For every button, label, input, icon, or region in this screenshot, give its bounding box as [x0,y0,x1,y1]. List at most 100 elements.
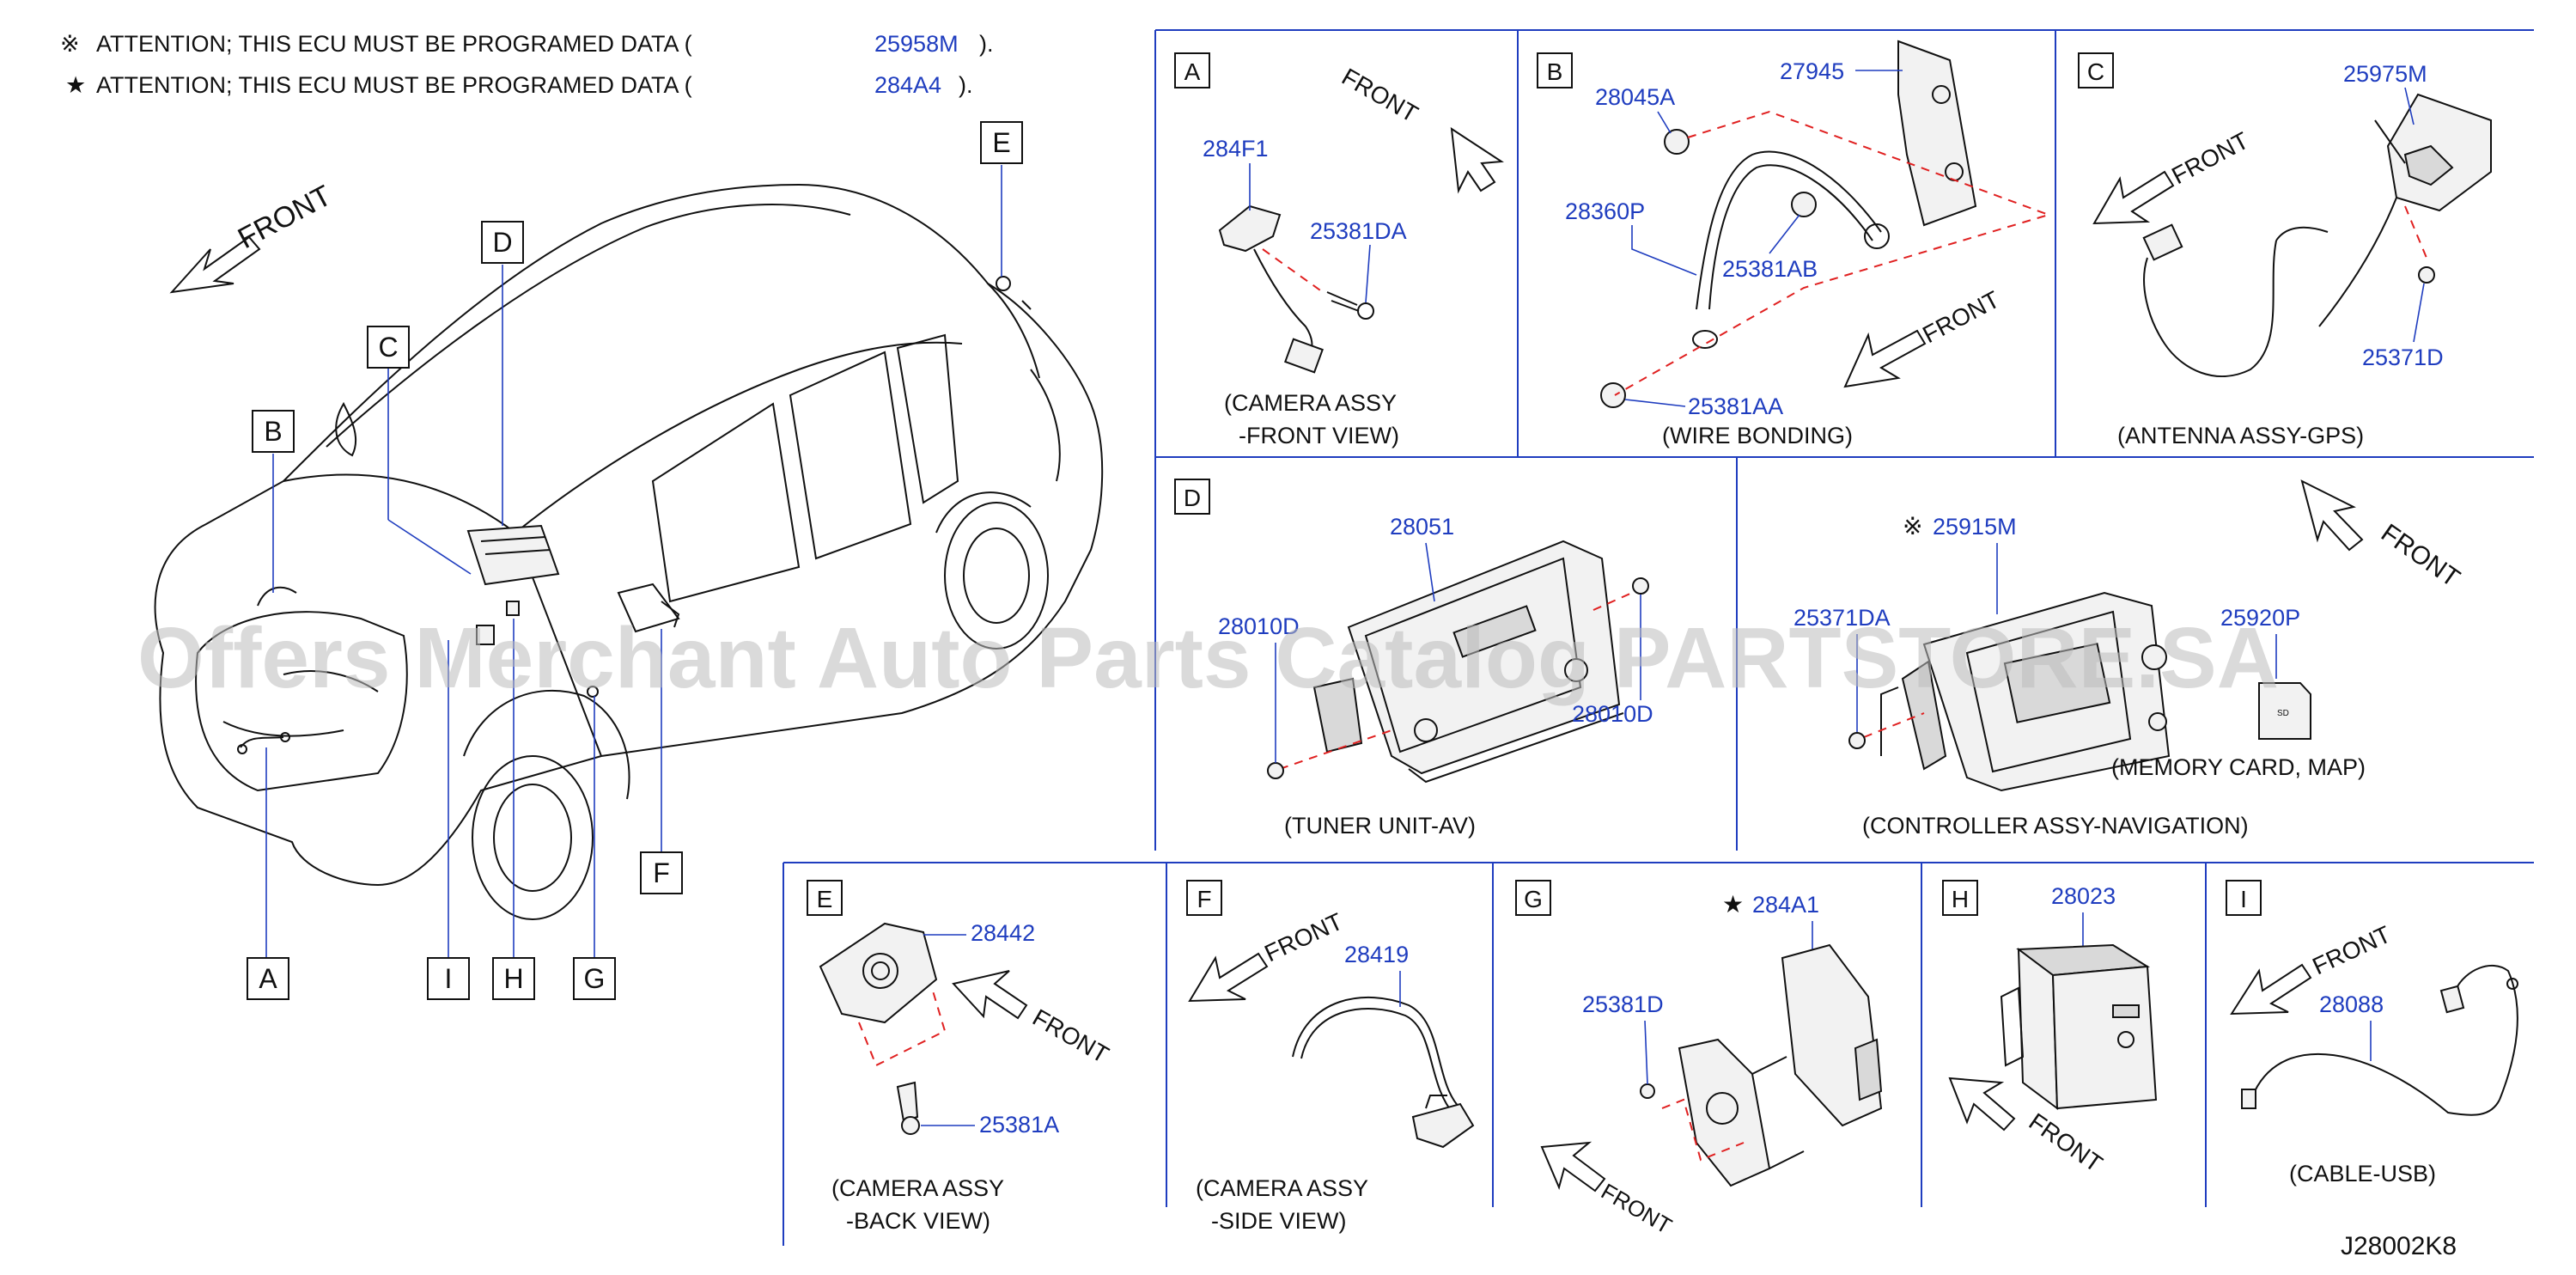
panel-B-part-27945[interactable]: 27945 [1780,58,1844,84]
callout-B[interactable]: B [252,410,295,453]
panel-C-front-arrow-icon [2092,170,2175,225]
car-part-rear-camera [996,276,1032,310]
panel-H-front-arrow-icon [1948,1077,2016,1132]
panel-C-letter: C [2087,58,2104,85]
panel-A-front: FRONT [1337,63,1422,127]
panel-B-part-28360P[interactable]: 28360P [1565,198,1645,224]
panel-F-part-28419[interactable]: 28419 [1344,942,1409,967]
svg-text:G: G [584,963,606,994]
panel-F-letter-box [1186,880,1222,916]
nav-controller-sketch [1848,591,2171,792]
panel-D-part-25371DA[interactable]: 25371DA [1793,605,1891,631]
panel-A-front-arrow-icon [1450,126,1504,194]
attention-text-2: ATTENTION; THIS ECU MUST BE PROGRAMED DA… [96,72,692,98]
callout-A[interactable]: A [247,957,289,1000]
panel-D-part-28010D-right[interactable]: 28010D [1572,701,1653,727]
panel-A-part-25381DA[interactable]: 25381DA [1310,218,1407,244]
panel-H-letter: H [1952,886,1969,912]
panel-G-part-284A1[interactable]: 284A1 [1752,892,1819,918]
attention-part-2[interactable]: 284A4 [874,72,941,98]
panel-D: D 28051 28010D 28010D (TUNER UNIT-AV) [1174,479,2366,839]
panel-A-part-284F1[interactable]: 284F1 [1203,136,1269,162]
panel-A-letter-box [1174,52,1210,88]
panel-F-caption-2: -SIDE VIEW) [1211,1208,1347,1234]
panel-A-letter: A [1184,58,1201,85]
side-camera-sketch [1292,996,1475,1149]
car-part-nav-unit [466,524,560,586]
panel-E-part-25381A[interactable]: 25381A [979,1112,1059,1138]
usb-cable-sketch [2241,965,2518,1116]
diagram-code: J28002K8 [2341,1232,2457,1260]
panel-D-mark: ※ [1903,513,1922,540]
panel-F-front: FRONT [1260,908,1347,967]
front-arrow-icon [169,235,261,294]
car-part-bonding [257,586,297,607]
panel-B-front: FRONT [1918,286,2004,349]
panel-G-mark: ★ [1722,891,1744,918]
panel-D-letter-box [1174,479,1210,515]
panel-C-part-25975M[interactable]: 25975M [2343,61,2427,87]
panel-F-letter: F [1197,886,1211,912]
front-camera-sketch [1218,204,1374,374]
car-part-camera-front [237,732,290,754]
panel-E-front-arrow-icon [952,970,1028,1020]
panel-A-caption-1: (CAMERA ASSY [1224,390,1397,416]
car-part-usb [476,601,520,645]
panel-D-part-28010D-left[interactable]: 28010D [1218,613,1300,639]
panel-D-caption-controller: (CONTROLLER ASSY-NAVIGATION) [1862,813,2249,839]
panel-C-part-25371D[interactable]: 25371D [2362,345,2444,370]
panel-I-letter-box [2226,880,2262,916]
svg-text:I: I [445,963,453,994]
panel-G-letter-box [1515,880,1551,916]
panel-G: G ★ 284A1 25381D FRONT [1515,880,1883,1239]
panel-H-letter-box [1942,880,1978,916]
panel-B-letter-box [1537,52,1573,88]
vehicle-overview: FRONT [154,121,1104,1000]
car-part-side-camera [587,601,680,698]
panel-B-part-28045A[interactable]: 28045A [1595,84,1675,110]
panel-B-part-25381AA[interactable]: 25381AA [1688,393,1783,419]
panel-B-caption: (WIRE BONDING) [1662,423,1853,448]
panel-D-part-28051[interactable]: 28051 [1390,514,1454,540]
panel-C-caption: (ANTENNA ASSY-GPS) [2117,423,2364,448]
callout-E[interactable]: E [980,121,1023,164]
watermark: Offers Merchant Auto Parts Catalog PARTS… [137,610,2279,706]
panel-frames [783,29,2534,1246]
svg-text:D: D [492,227,512,258]
panel-D-part-25915M[interactable]: 25915M [1933,514,2017,540]
attention-part-1[interactable]: 25958M [874,31,959,57]
callout-D[interactable]: D [481,221,524,264]
svg-text:C: C [378,332,398,363]
panel-B-part-25381AB[interactable]: 25381AB [1722,256,1818,282]
panel-B-letter: B [1547,58,1563,85]
panel-H-front: FRONT [2025,1108,2108,1178]
panel-G-letter: G [1524,886,1543,912]
panel-C: C 25975M 25371D FRONT (ANTENNA ASSY-GPS) [2078,52,2492,448]
attention-close-1: ). [979,31,994,57]
panel-E-part-28442[interactable]: 28442 [971,920,1035,946]
panel-E-caption-2: -BACK VIEW) [846,1208,990,1234]
car-body-outline [154,183,1104,920]
panel-D-front: FRONT [2376,519,2465,593]
panel-G-part-25381D[interactable]: 25381D [1582,991,1664,1017]
callout-G[interactable]: G [573,957,616,1000]
panel-H: H 28023 FRONT [1942,880,2158,1178]
memory-card-label: SD [2277,709,2289,718]
panel-D-part-25920P[interactable]: 25920P [2220,605,2300,631]
callout-I[interactable]: I [427,957,470,1000]
panel-I-part-28088[interactable]: 28088 [2319,991,2384,1017]
panel-I-front-arrow-icon [2230,963,2312,1016]
overview-leaders [265,165,1002,958]
panel-D-front-arrow-icon [2300,479,2364,552]
panel-F-front-arrow-icon [1188,952,1269,1003]
back-camera-sketch [819,922,947,1135]
panel-C-letter-box [2078,52,2114,88]
callout-H[interactable]: H [492,957,535,1000]
callout-C[interactable]: C [367,326,410,369]
panel-H-part-28023[interactable]: 28023 [2051,883,2116,909]
callout-F[interactable]: F [640,851,683,894]
panel-C-front: FRONT [2167,127,2253,190]
gps-antenna-sketch [2142,93,2492,377]
svg-text:E: E [992,127,1010,158]
